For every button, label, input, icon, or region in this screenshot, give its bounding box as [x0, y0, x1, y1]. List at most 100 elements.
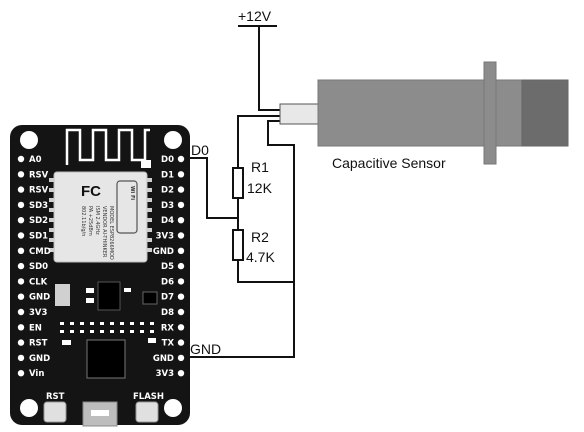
module-line-2: VENDOR AI-THINKER: [101, 206, 107, 258]
right-pin-label-rx: RX: [161, 323, 175, 333]
right-pin-gnd: [177, 354, 185, 362]
left-pin-label-rsv: RSV: [29, 170, 49, 180]
right-pin-rx: [177, 324, 185, 331]
right-pin-d4: [177, 217, 185, 224]
right-pin-label-d2: D2: [161, 186, 174, 196]
sensor-ground-wire: [187, 120, 295, 358]
flash-button-label: FLASH: [133, 392, 164, 402]
resistor-r2: R2 4.7K: [232, 229, 275, 265]
right-pin-3v3: [177, 232, 185, 239]
voltage-regulator: [55, 284, 70, 306]
wifi-badge-text: Wi Fi: [129, 186, 135, 200]
left-pin-label-sd0: SD0: [29, 262, 48, 272]
rst-button-label: RST: [46, 392, 65, 402]
right-pin-label-d8: D8: [161, 308, 174, 318]
r1-name: R1: [251, 159, 269, 175]
left-pin-clk: [17, 278, 25, 285]
right-pin-tx: [177, 339, 185, 346]
antenna-pad: [141, 160, 151, 168]
smd-cap-left: [62, 340, 71, 345]
right-pin-d8: [177, 308, 185, 316]
right-pin-label-gnd: GND: [153, 354, 174, 364]
right-pin-label-d7: D7: [161, 293, 174, 303]
supply-label: +12V: [238, 8, 272, 24]
left-pin-label-sd1: SD1: [29, 232, 48, 242]
right-pin-label-d4: D4: [161, 216, 174, 226]
left-pin-a0: [17, 155, 25, 163]
right-pin-label-3v3: 3V3: [156, 369, 174, 379]
usb-uart-chip: [86, 339, 126, 379]
mount-hole-tl: [20, 131, 38, 149]
r1-value: 12K: [247, 180, 273, 196]
supply-wire: [258, 26, 285, 111]
left-pin-sd0: [17, 262, 25, 270]
smd-pad-c: [124, 288, 131, 292]
right-pin-d6: [177, 278, 185, 285]
resistor-r1: R1 12K: [232, 159, 273, 199]
right-pin-label-gnd: GND: [153, 247, 174, 257]
right-pin-3v3: [177, 370, 185, 377]
regulator-chip: [97, 281, 121, 311]
usb-port-slot: [91, 410, 109, 416]
left-pin-3v3: [17, 308, 25, 316]
r2-value: 4.7K: [246, 249, 275, 265]
board-trace-dots: [60, 322, 154, 333]
right-pin-label-d0: D0: [161, 155, 174, 165]
module-line-4: PA +25dBm: [87, 206, 93, 236]
wiring: [187, 25, 295, 358]
module-line-1: MODEL ESP8266MOD: [108, 206, 114, 260]
right-pin-d1: [177, 171, 185, 178]
left-pin-gnd: [17, 354, 25, 362]
left-pin-label-gnd: GND: [29, 354, 50, 364]
right-pin-d3: [177, 201, 185, 209]
right-pin-d7: [177, 293, 185, 300]
smd-pad-a: [86, 288, 94, 293]
module-pads: [49, 178, 152, 252]
flash-button[interactable]: [135, 401, 159, 423]
left-pin-rsv: [17, 186, 25, 193]
module-line-3: ISM 2.4GHz: [94, 206, 100, 235]
d0-net-label: D0: [191, 142, 209, 158]
divider-bottom-wire: [237, 260, 294, 283]
left-pin-label-en: EN: [29, 323, 42, 333]
left-pin-label-vin: Vin: [29, 369, 44, 379]
smd-pad-b: [86, 298, 94, 303]
capacitive-sensor: Capacitive Sensor: [279, 61, 569, 171]
module-line-5: 802.11b/g/n: [80, 206, 86, 236]
rst-button[interactable]: [43, 401, 67, 423]
left-pin-en: [17, 324, 25, 331]
gnd-net-label: GND: [190, 341, 221, 357]
left-pin-label-clk: CLK: [29, 277, 48, 287]
mount-hole-br: [164, 399, 182, 417]
left-pin-label-sd3: SD3: [29, 201, 48, 211]
module-brand: FC: [81, 183, 101, 200]
left-pin-sd3: [17, 201, 25, 209]
diode: [142, 291, 158, 305]
left-pin-cmd: [17, 247, 25, 254]
right-pin-label-3v3: 3V3: [156, 232, 174, 242]
right-pin-label-d1: D1: [161, 170, 174, 180]
left-pin-header: A0RSVRSVSD3SD2SD1CMDSD0CLKGND3V3ENRSTGND…: [17, 155, 51, 379]
right-pin-d5: [177, 262, 185, 270]
sensor-nut: [483, 61, 497, 165]
right-pin-label-d6: D6: [161, 277, 174, 287]
left-pin-sd1: [17, 232, 25, 239]
mount-hole-tr: [164, 131, 182, 149]
left-pin-label-rst: RST: [29, 339, 48, 349]
right-pin-label-d3: D3: [161, 201, 174, 211]
right-pin-label-d5: D5: [161, 262, 174, 272]
wifi-badge: [116, 180, 138, 234]
right-pin-label-tx: TX: [162, 339, 175, 349]
esp-module-shield: [53, 171, 148, 263]
mount-hole-bl: [20, 399, 38, 417]
sensor-label: Capacitive Sensor: [332, 155, 446, 171]
left-pin-rst: [17, 339, 25, 346]
right-pin-d2: [177, 186, 185, 193]
left-pin-gnd: [17, 293, 25, 300]
d0-wire: [187, 157, 238, 219]
nodemcu-board: FC Wi Fi MODEL ESP8266MOD VENDOR AI-THIN…: [10, 125, 190, 427]
sensor-output-wire: [237, 115, 285, 168]
sensor-cable-stub: [279, 103, 321, 125]
